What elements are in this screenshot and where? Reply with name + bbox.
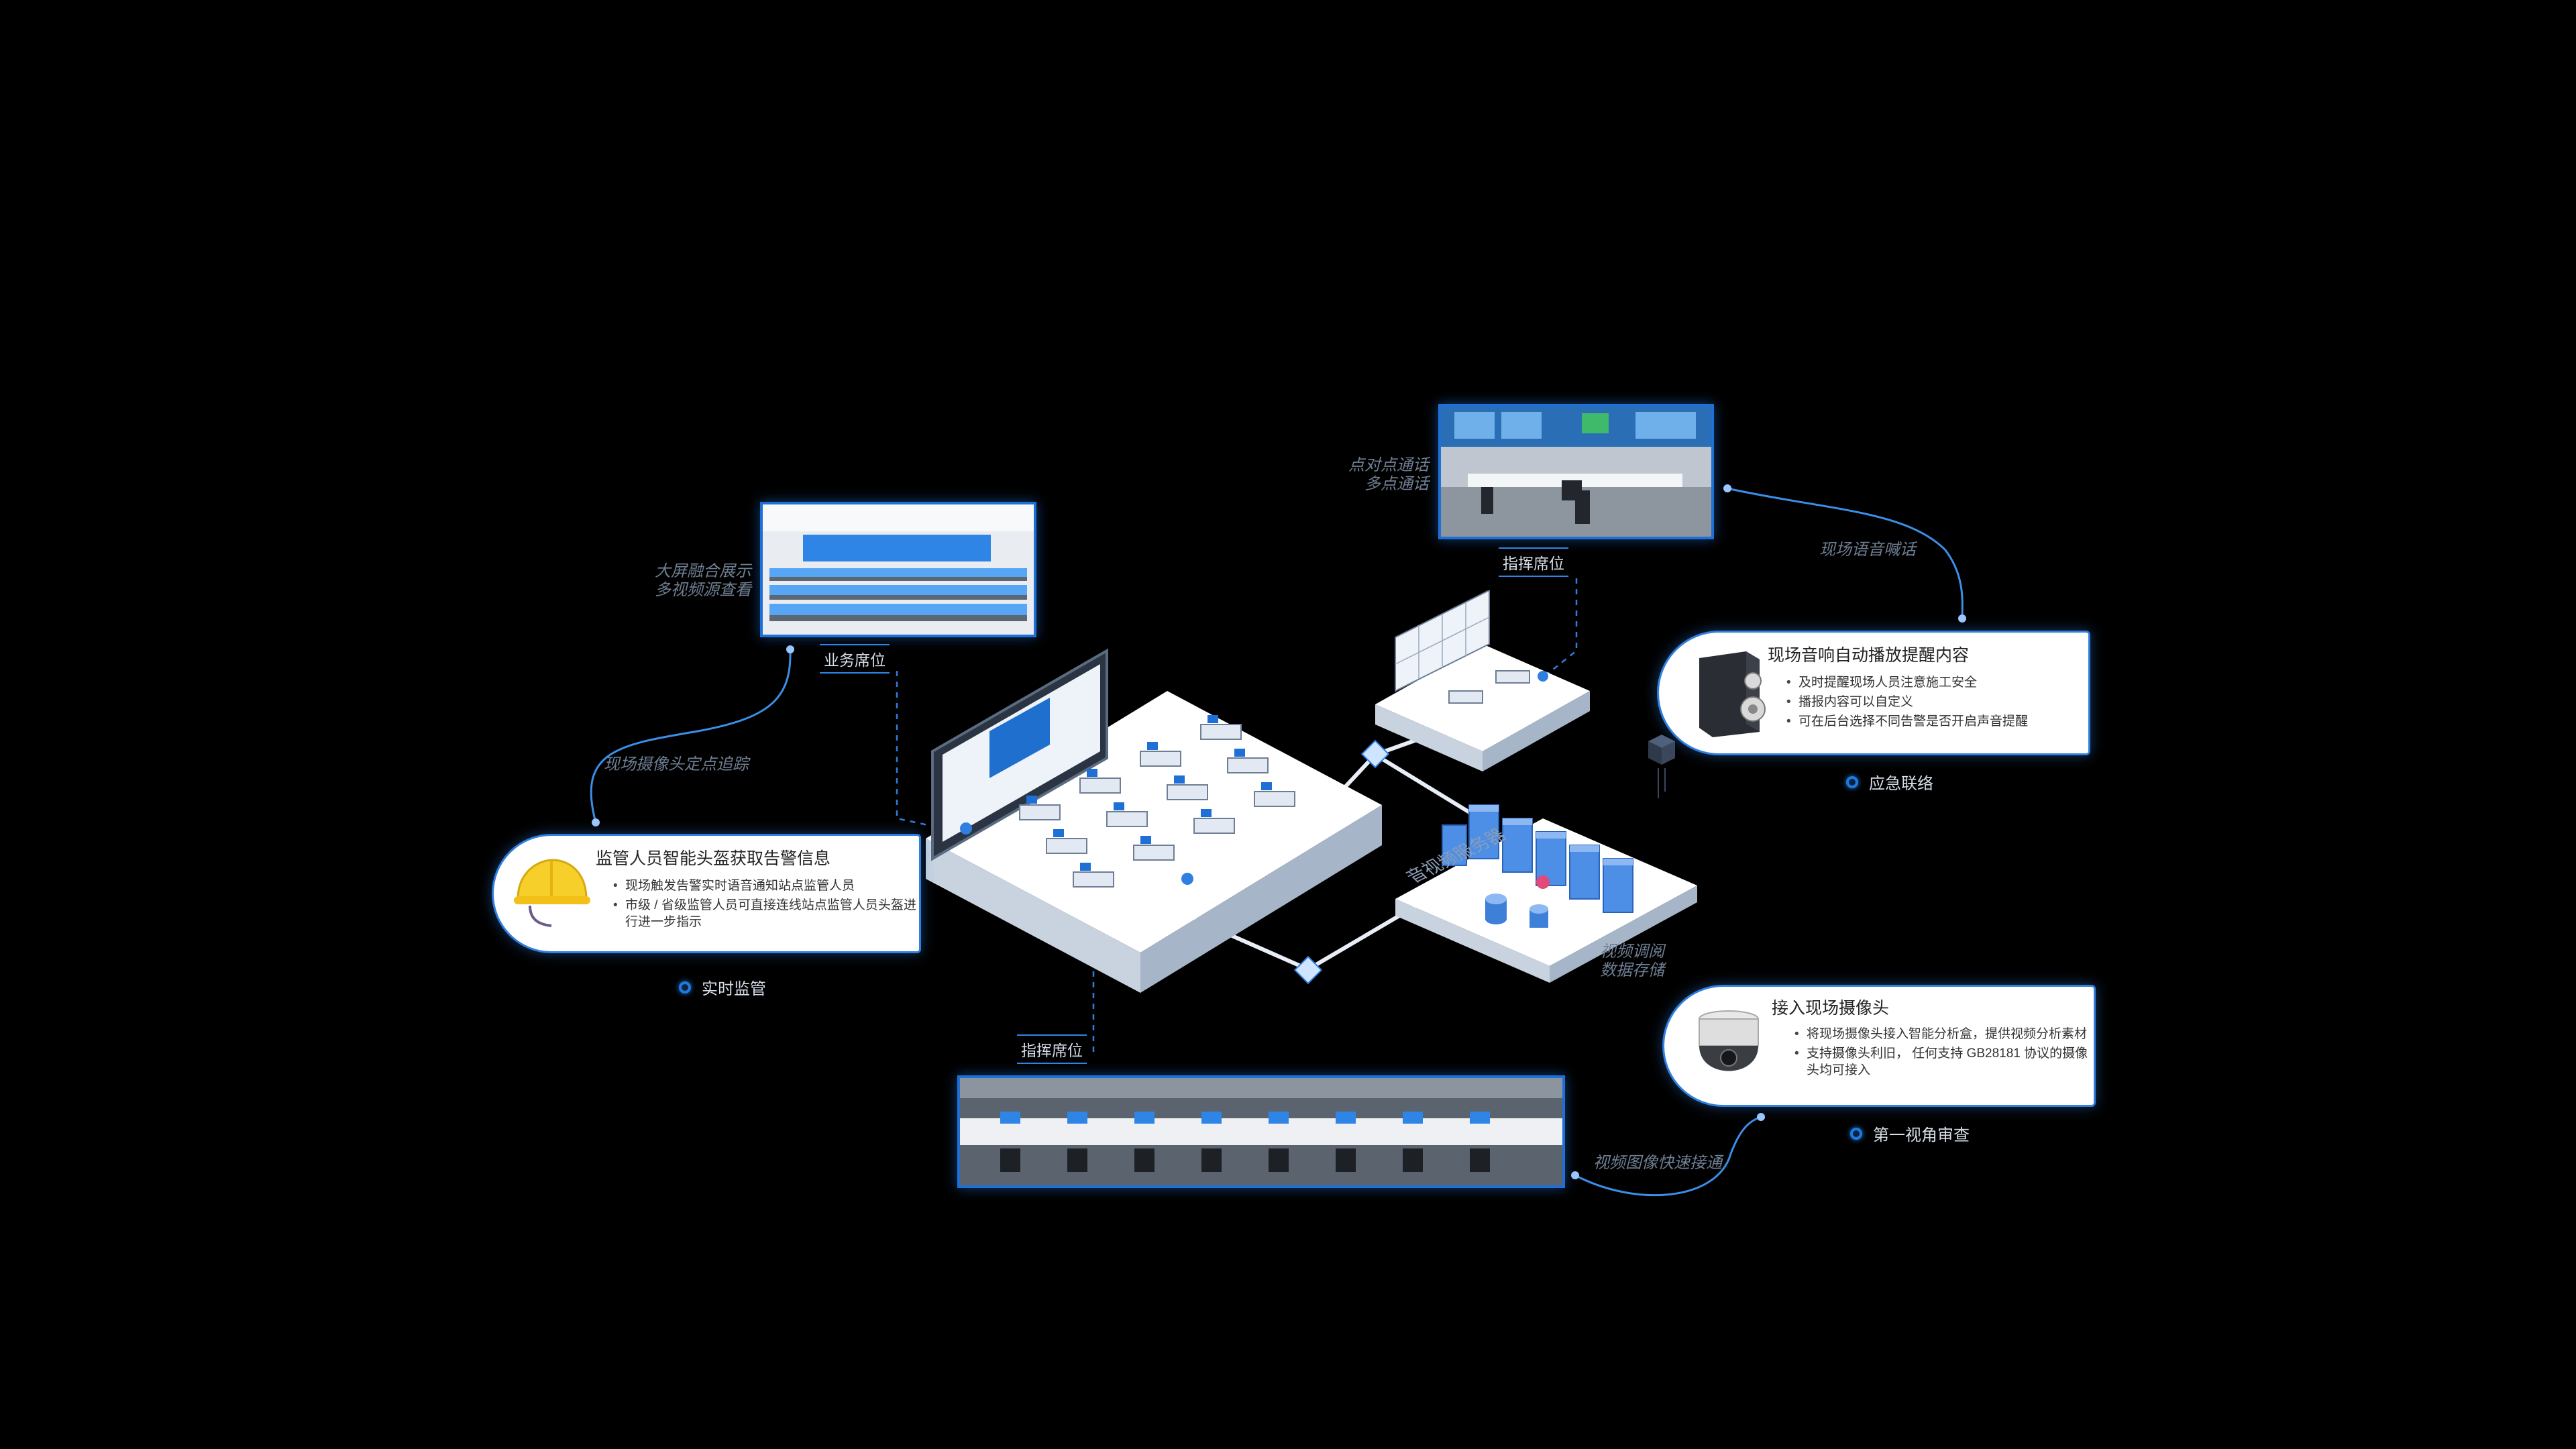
command-seat-label-bottom: 指挥席位 (1017, 1034, 1087, 1064)
speaker-info-card: 现场音响自动播放提醒内容 及时提醒现场人员注意施工安全 播报内容可以自定义 可在… (1657, 631, 2090, 755)
command-seat-label-top: 指挥席位 (1499, 547, 1568, 577)
tag-dot-icon (679, 981, 691, 994)
tag-dot-icon (1846, 775, 1858, 788)
helmet-info-card: 监管人员智能头盔获取告警信息 现场触发告警实时语音通知站点监管人员 市级 / 省… (492, 834, 921, 953)
business-photo-caption: 大屏融合展示多视频源查看 (655, 562, 751, 599)
tag-realtime-monitor: 实时监管 (679, 975, 766, 999)
link-caption-camera-tracking: 现场摄像头定点追踪 (604, 755, 749, 773)
smart-helmet-icon (514, 859, 590, 927)
speaker-card-title: 现场音响自动播放提醒内容 (1768, 646, 1970, 665)
command-seat-photo-bottom (957, 1075, 1565, 1188)
camera-info-card: 接入现场摄像头 将现场摄像头接入智能分析盒，提供视频分析素材 支持摄像头利旧， … (1662, 985, 2096, 1107)
business-seat-label: 业务席位 (820, 644, 890, 674)
small-command-platform (1375, 590, 1590, 771)
dome-camera-icon (1699, 1010, 1759, 1071)
speaker-card-list: 及时提醒现场人员注意施工安全 播报内容可以自定义 可在后台选择不同告警是否开启声… (1781, 674, 2094, 733)
speaker-icon (1699, 651, 1766, 737)
list-item: 可在后台选择不同告警是否开启声音提醒 (1786, 713, 2094, 730)
link-caption-video-access: 视频图像快速接通 (1593, 1154, 1722, 1172)
command-photo-top-caption: 点对点通话多点通话 (1348, 456, 1429, 493)
link-camera-tracking (590, 649, 792, 823)
camera-card-title: 接入现场摄像头 (1772, 999, 1890, 1018)
list-item: 现场触发告警实时语音通知站点监管人员 (613, 877, 920, 894)
helmet-card-title: 监管人员智能头盔获取告警信息 (596, 849, 831, 868)
server-platform (1395, 804, 1697, 983)
edge-box-icon (1648, 735, 1675, 798)
list-item: 将现场摄像头接入智能分析盒，提供视频分析素材 (1794, 1026, 2095, 1042)
list-item: 播报内容可以自定义 (1786, 694, 2094, 710)
tag-emergency-contact: 应急联络 (1846, 770, 1933, 794)
link-video-access (1574, 1116, 1762, 1197)
link-voice-call (1727, 487, 1964, 618)
list-item: 及时提醒现场人员注意施工安全 (1786, 674, 2094, 691)
business-seat-photo (760, 502, 1036, 637)
main-hall-platform (926, 648, 1382, 993)
tag-dot-icon (1850, 1127, 1862, 1140)
tag-first-person-review: 第一视角审查 (1850, 1122, 1970, 1145)
list-item: 市级 / 省级监管人员可直接连线站点监管人员头盔进行进一步指示 (613, 897, 920, 930)
server-caption: 视频调阅数据存储 (1600, 943, 1664, 979)
list-item: 支持摄像头利旧， 任何支持 GB28181 协议的摄像头均可接入 (1794, 1045, 2095, 1079)
link-caption-voice-call: 现场语音喊话 (1819, 541, 1916, 559)
camera-card-list: 将现场摄像头接入智能分析盒，提供视频分析素材 支持摄像头利旧， 任何支持 GB2… (1789, 1026, 2095, 1081)
helmet-card-list: 现场触发告警实时语音通知站点监管人员 市级 / 省级监管人员可直接连线站点监管人… (608, 877, 920, 933)
command-seat-photo-top (1438, 404, 1714, 539)
